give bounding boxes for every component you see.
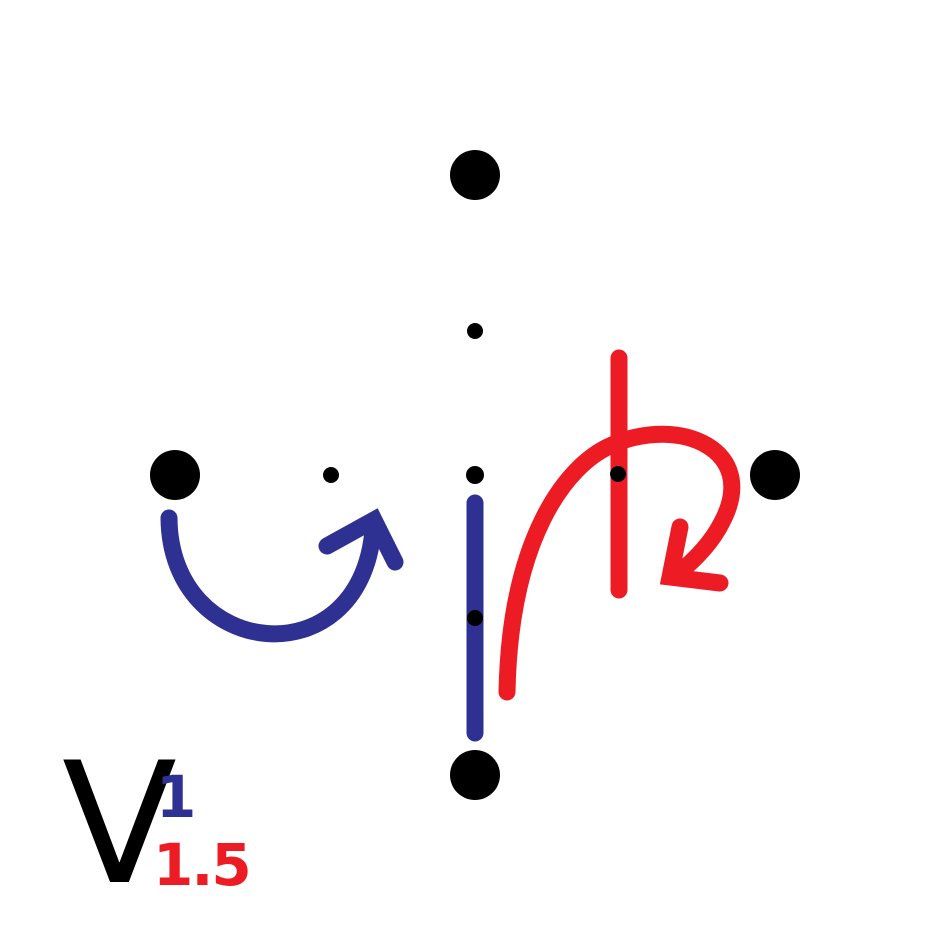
lattice-point-left bbox=[150, 450, 200, 500]
blue-arrow-shaft bbox=[160, 509, 382, 643]
operator-superscript: 1 bbox=[156, 763, 197, 831]
midpoint-dot-right bbox=[610, 466, 626, 482]
operator-symbol: V bbox=[62, 726, 177, 922]
red-arrow-shaft bbox=[498, 425, 741, 701]
lattice-point-right bbox=[750, 450, 800, 500]
red-arrow-head bbox=[659, 518, 729, 592]
midpoint-dot-left bbox=[323, 467, 339, 483]
midpoint-dot-center bbox=[466, 466, 484, 484]
blue-arrow-head bbox=[318, 508, 404, 571]
curved-arrow-clockwise-icon bbox=[498, 425, 741, 701]
midpoint-dot-lower bbox=[467, 610, 483, 626]
lattice-point-top bbox=[450, 150, 500, 200]
curved-arrow-counterclockwise-icon bbox=[160, 508, 404, 643]
midpoint-dot-upper bbox=[467, 323, 483, 339]
operator-subscript: 1.5 bbox=[153, 831, 252, 899]
lattice-point-bottom bbox=[450, 750, 500, 800]
